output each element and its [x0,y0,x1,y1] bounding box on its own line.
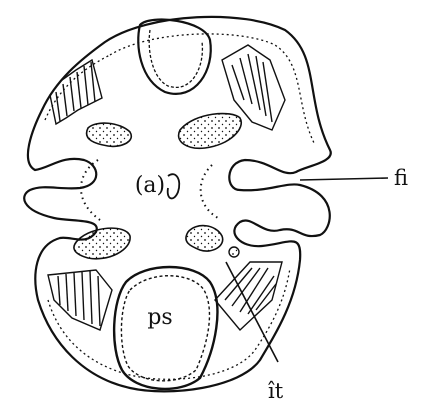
upper-organ [138,20,211,94]
center-structure [168,174,180,198]
lateral-cavity-left [81,160,100,220]
it-label: ît [268,379,284,403]
fi-label: fi [394,166,408,190]
muscle-band-lower-right [215,262,282,330]
gland-upper-right [179,114,242,149]
gland-lower-left [74,228,130,259]
fi-leader-line [300,178,388,180]
it-leader-line [226,262,278,362]
gland-lower-right [186,226,223,251]
lateral-cavity-right [201,165,218,218]
ps-label: ps [147,305,172,330]
gland-upper-left [87,123,132,146]
muscle-band-lower-left [48,270,112,330]
center-label: (a) [135,173,165,198]
outer-body-outline [24,17,331,391]
gland-lower-right-nodule [229,247,239,257]
muscle-band-upper-left [50,60,102,124]
